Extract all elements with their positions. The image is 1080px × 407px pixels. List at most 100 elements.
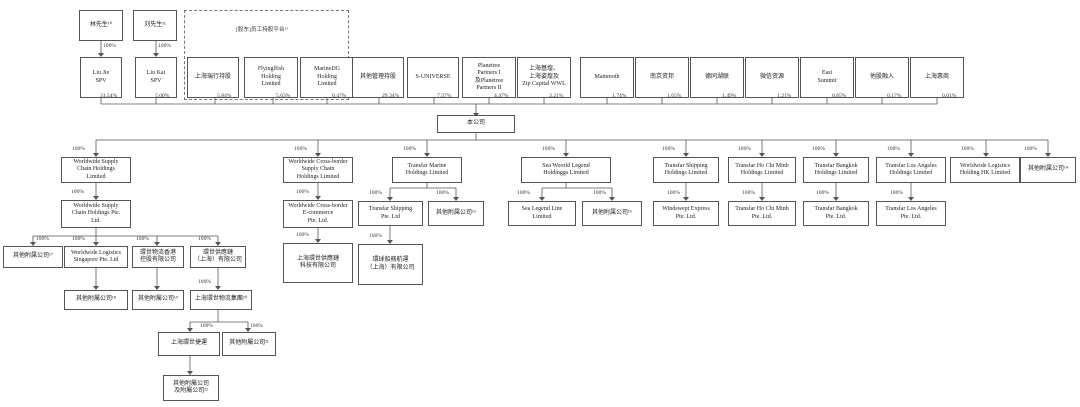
subsidiary-box: Transfar Bangkok Holdings Limited — [803, 157, 869, 183]
sea-legend-line-box: Sea Legend Line Limited — [508, 201, 576, 226]
employee-platform-group — [184, 10, 349, 100]
pct-label: 100% — [158, 43, 172, 49]
shareholding-pct: 1.49% — [722, 93, 737, 99]
pct-label: 100% — [369, 233, 383, 239]
subsidiary-label: Transfar Ho Chi Minh Holdings Limited — [735, 162, 789, 177]
entity-label: Worldwide Cross-border E-commerce Pte. L… — [288, 202, 348, 224]
subsidiary-box: Worldwide Cross-border Supply Chain Hold… — [283, 157, 353, 183]
pct-label: 100% — [890, 190, 904, 196]
shareholding-pct: 31.54% — [100, 93, 118, 99]
pct-label: 100% — [103, 43, 117, 49]
pct-label: 100% — [738, 146, 752, 152]
wsc-pte-box: Worldwide Supply Chain Holdings Pte. Ltd… — [61, 200, 131, 228]
subsidiary-label: Transfar Marine Holdings Limited — [405, 162, 449, 177]
pct-label: 100% — [887, 146, 901, 152]
shareholding-pct: 3.21% — [549, 93, 564, 99]
entity-label: 其他附屬公司¹⁹ — [138, 296, 178, 303]
hk-other-box: 其他附屬公司¹⁹ — [132, 290, 184, 310]
shareholder-box: Mammoth — [580, 57, 634, 98]
pct-label: 100% — [369, 190, 383, 196]
entity-label: 其他附属公司¹⁵ — [436, 209, 476, 216]
shareholding-pct: 5.84% — [217, 93, 232, 99]
entity-label: 環世物流香港 控股有限公司 — [139, 249, 176, 264]
shareholder-box: 微信资源 — [745, 57, 799, 98]
shipping-shanghai-box: 環球船務航運 （上海）有限公司 — [358, 244, 423, 285]
entity-label: Transfar Ho Chi Minh Pte. Ltd. — [735, 206, 789, 220]
wls-other-box: 其他附屬公司¹⁸ — [64, 290, 128, 310]
shareholding-pct: 7.37% — [437, 93, 452, 99]
los-angeles-pte-box: Transfar Los Angeles Pte. Ltd. — [876, 201, 946, 226]
shareholder-label: 南京资邦 — [649, 73, 674, 80]
shareholder-box: 其他管理持股 — [352, 57, 404, 98]
subsidiary-box: Worldwide Logistics Holding HK Limited — [950, 157, 1020, 183]
shareholding-pct: 29.34% — [382, 93, 400, 99]
shareholder-box: S-UNIVERSE — [407, 57, 459, 98]
entity-label: Sea Legend Line Limited — [521, 206, 563, 220]
shareholding-pct: 5.63% — [276, 93, 291, 99]
tm-other-box: 其他附属公司¹⁵ — [428, 201, 484, 226]
person-label: 林先生¹⁰ — [89, 21, 113, 28]
subsidiary-label: Sea Woorld Legend Holdinggs Limited — [542, 162, 590, 177]
person-box-1: 林先生¹⁰ — [79, 10, 123, 41]
subsidiary-box: Transfar Los Angeles Holdings Limited — [876, 157, 946, 183]
shareholder-label: Planetree Partners I 及Planetree Partners… — [474, 62, 504, 92]
shanghai-express-box: 上海環世捷運 — [158, 332, 220, 356]
entity-label: 上海環世捷運 — [170, 340, 207, 347]
pct-label: 100% — [72, 146, 86, 152]
subsidiary-label: Transfar Bangkok Holdings Limited — [814, 162, 858, 177]
pct-label: 100% — [1024, 146, 1038, 152]
entity-label: Windswept Express Pte. Ltd. — [662, 206, 710, 220]
pct-label: 100% — [667, 190, 681, 196]
entity-label: 其他附属公司¹⁶ — [592, 209, 632, 216]
pct-label: 100% — [200, 323, 214, 329]
shareholding-pct: 5.00% — [155, 93, 170, 99]
shareholding-pct: 0.17% — [887, 93, 902, 99]
entity-label: 上海環世物流集團²⁰ — [194, 296, 248, 303]
shareholder-box: 德同湖联 — [690, 57, 744, 98]
pct-label: 100% — [961, 146, 975, 152]
company-label: 本公司 — [466, 120, 485, 127]
bangkok-pte-box: Transfar Bangkok Pte. Ltd. — [803, 201, 869, 226]
shareholder-label: 上海瑞行持股 — [194, 73, 231, 80]
entity-label: 其他附屬公司 及附屬公司²² — [172, 380, 209, 395]
entity-label: Transfar Los Angeles Pte. Ltd. — [885, 206, 937, 220]
person-label: 刘先生¹¹ — [144, 21, 166, 28]
pct-label: 100% — [542, 146, 556, 152]
entity-label: 上海環世供應鏈 科技有限公司 — [296, 255, 339, 270]
person-box-2: 刘先生¹¹ — [133, 10, 177, 41]
shareholder-box: 上海基煌、 上海姿煌及 Zip Capital WWL — [517, 57, 571, 98]
shareholder-label: East Summit — [817, 70, 837, 84]
subsidiary-label: Worldwide Cross-border Supply Chain Hold… — [288, 158, 348, 180]
entity-label: 其他附屬公司¹⁸ — [76, 296, 116, 303]
bottom-other-box: 其他附屬公司 及附屬公司²² — [163, 375, 219, 401]
shareholder-label: 德同湖联 — [704, 73, 729, 80]
entity-label: 環球船務航運 （上海）有限公司 — [366, 257, 415, 271]
shareholding-pct: 1.65% — [667, 93, 682, 99]
shareholder-box: 上海瑞行持股 — [187, 57, 239, 98]
subsidiary-box: Sea Woorld Legend Holdinggs Limited — [521, 157, 611, 183]
shareholder-box: MarineDG Holding Limited — [300, 57, 354, 98]
pct-label: 100% — [812, 146, 826, 152]
shareholder-label: Flyinglfish Holding Limited — [257, 66, 285, 88]
subsidiary-label: Transfar Shipping Holdings Limited — [664, 162, 708, 177]
group-other-box: 其他附屬公司²¹ — [222, 332, 276, 356]
pct-label: 100% — [436, 190, 450, 196]
subsidiary-box: 其他附属公司¹⁴ — [1020, 157, 1076, 183]
shareholder-box: 他股融入 — [855, 57, 909, 98]
entity-label: Transfar Bangkok Pte. Ltd. — [814, 206, 858, 220]
shareholder-label: Mammoth — [594, 73, 620, 80]
subsidiary-box: Transfar Ho Chi Minh Holdings Limited — [728, 157, 796, 183]
subsidiary-label: Worldwide Logistics Holding HK Limited — [959, 162, 1011, 177]
ecommerce-box: Worldwide Cross-border E-commerce Pte. L… — [283, 200, 353, 228]
entity-label: 環世供應鏈 （上海）有限公司 — [193, 249, 242, 264]
subsidiary-box: Transfar Shipping Holdings Limited — [653, 157, 719, 183]
pct-label: 100% — [662, 146, 676, 152]
entity-label: Transfar Shipping Pte. Ltd — [368, 206, 413, 220]
shareholder-box: Flyinglfish Holding Limited — [244, 57, 298, 98]
pct-label: 100% — [816, 190, 830, 196]
entity-label: 其他附屬公司²¹ — [229, 340, 269, 347]
subsidiary-label: 其他附属公司¹⁴ — [1028, 166, 1068, 173]
subsidiary-box: Transfar Marine Holdings Limited — [392, 157, 462, 183]
shanghai-supply-box: 環世供應鏈 （上海）有限公司 — [190, 246, 246, 268]
